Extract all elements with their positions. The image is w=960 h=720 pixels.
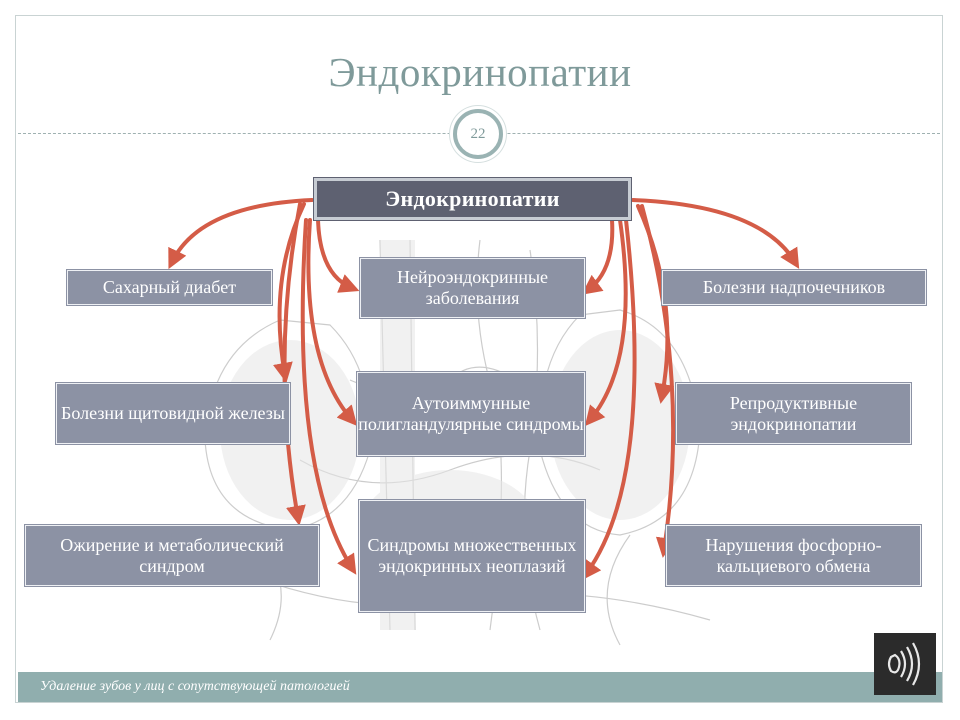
node-diabetes: Сахарный диабет [67, 270, 272, 305]
slide-title: Эндокринопатии [328, 49, 632, 95]
node-obesity: Ожирение и метаболический синдром [25, 525, 319, 586]
arrow-to-adrenal [631, 198, 800, 269]
sound-icon[interactable] [874, 633, 936, 695]
footer-bar [18, 672, 942, 702]
node-calcium: Нарушения фосфорно-кальциевого обмена [666, 525, 921, 586]
arrow-to-autoimmune [306, 218, 358, 427]
arrow-to-men-right [581, 218, 637, 581]
node-reproductive: Репродуктивные эндокринопатии [676, 383, 911, 444]
arrow-to-neuro-right [581, 218, 615, 295]
root-node: Эндокринопатии [314, 178, 631, 220]
node-autoimmune: Аутоиммунные полигландулярные синдромы [357, 372, 585, 456]
arrow-to-neuro [316, 218, 360, 293]
arrow-to-calcium [640, 204, 676, 558]
node-men: Синдромы множественных эндокринных неопл… [359, 500, 585, 612]
node-thyroid: Болезни щитовидной железы [56, 383, 290, 444]
node-adrenal: Болезни надпочечников [662, 270, 926, 305]
page-number-badge: 22 [453, 109, 503, 159]
speaker-icon [887, 642, 921, 686]
arrow-to-autoimmune-right [584, 218, 628, 427]
footer-text: Удаление зубов у лиц с сопутствующей пат… [40, 679, 350, 694]
arrow-to-diabetes [168, 198, 314, 270]
arrow-to-obesity [282, 202, 306, 526]
node-neuroendocrine: Нейроэндокринные заболевания [360, 258, 585, 318]
arrow-to-men [300, 218, 357, 575]
